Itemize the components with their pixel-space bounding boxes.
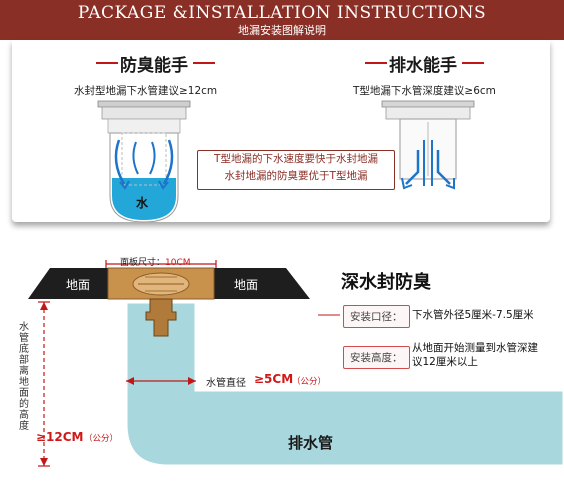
installation-diagram: [28, 260, 564, 468]
ground-slab-left: [28, 268, 108, 299]
depth-unit: （公分）: [84, 434, 119, 444]
panel-size-value: 10CM: [165, 258, 191, 268]
heading-accent-right-2: [462, 62, 484, 64]
drain-body: [145, 298, 177, 337]
top-illustrations: [97, 100, 475, 223]
panel-size-caption: 面板尺寸：10CM: [120, 255, 191, 268]
panel-size-label: 面板尺寸：: [120, 258, 166, 268]
heading-accent-right: [365, 62, 387, 64]
spec-value-height: 从地面开始测量到水管深建议12厘米以上: [412, 342, 538, 368]
ground-slab-right: [214, 268, 310, 299]
header-subtitle: 地漏安装图解说明: [238, 24, 326, 37]
comparison-line-1: T型地漏的下水速度要快于水封地漏: [214, 153, 378, 165]
comparison-box: T型地漏的下水速度要快于水封地漏 水封地漏的防臭要优于T型地漏: [197, 150, 395, 190]
spec-value-caliber: 下水管外径5厘米-7.5厘米: [412, 309, 534, 321]
drain-pipe-label: 排水管: [288, 434, 334, 452]
heading-accent-left-2: [193, 62, 215, 64]
ground-right-label: 地面: [234, 278, 259, 292]
ground-left-label: 地面: [66, 278, 91, 292]
deep-seal-title: 深水封防臭: [341, 272, 431, 293]
top-comparison-panel: [12, 40, 550, 222]
t-type-drain-illustration: [381, 100, 475, 190]
pipe-diameter-unit: （公分）: [292, 377, 327, 387]
heading-accent-left: [96, 62, 118, 64]
comparison-line-2: 水封地漏的防臭要优于T型地漏: [224, 170, 368, 182]
spec-label-caliber: 安装口径：: [343, 305, 410, 328]
pipe-diameter-label: 水管直径: [206, 378, 246, 389]
depth-value: ≥12CM: [36, 430, 84, 444]
header-banner: PACKAGE &INSTALLATION INSTRUCTIONS 地漏安装图…: [0, 0, 564, 40]
spec-label-height: 安装高度：: [343, 346, 410, 369]
right-heading: 排水能手: [389, 56, 457, 76]
drain-pipe: [124, 300, 564, 468]
water-label: 水: [136, 196, 149, 210]
water-seal-drain-illustration: [97, 100, 191, 223]
header-title: PACKAGE &INSTALLATION INSTRUCTIONS: [77, 3, 487, 23]
left-heading: 防臭能手: [120, 56, 188, 76]
pipe-diameter-value: ≥5CM: [254, 372, 294, 386]
right-note: T型地漏下水管深度建议≥6cm: [353, 85, 496, 97]
left-note: 水封型地漏下水管建议≥12cm: [74, 85, 218, 97]
depth-label: 水管底部离地面的高度: [19, 322, 29, 432]
